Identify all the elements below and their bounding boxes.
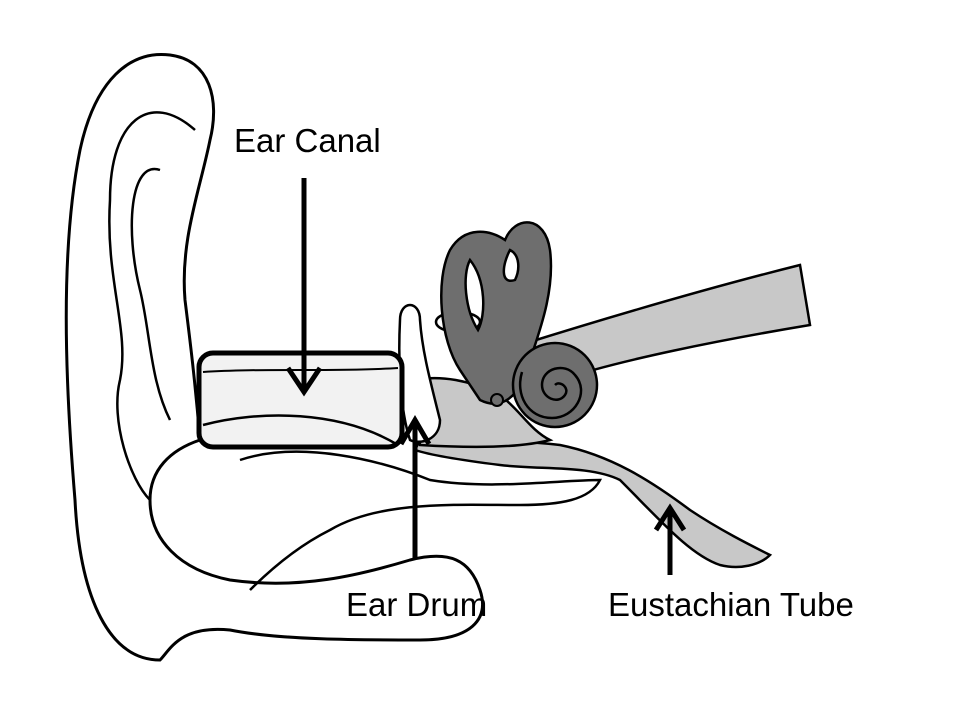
oval-window (490, 393, 504, 407)
arrow-ear-canal (285, 178, 323, 397)
malleus (398, 303, 442, 444)
middle-ear (413, 376, 554, 449)
canal-wall-top (202, 367, 399, 373)
ear-fold (108, 111, 196, 501)
label-ear-drum: Ear Drum (346, 586, 488, 623)
cochlea-spiral (518, 366, 583, 420)
ear-lobe-curve (239, 450, 603, 591)
auditory-nerve (517, 263, 812, 382)
outer-ear (64, 52, 484, 662)
arrow-eustachian-tube (653, 503, 687, 575)
ear-canal-highlight (196, 350, 405, 450)
canal-wall-bottom (202, 414, 399, 447)
ear-fold-inner (130, 167, 172, 421)
label-ear-canal: Ear Canal (234, 122, 381, 159)
eustachian-tube (413, 438, 773, 569)
arrow-ear-drum (398, 415, 432, 558)
label-eustachian-tube: Eustachian Tube (608, 586, 854, 623)
